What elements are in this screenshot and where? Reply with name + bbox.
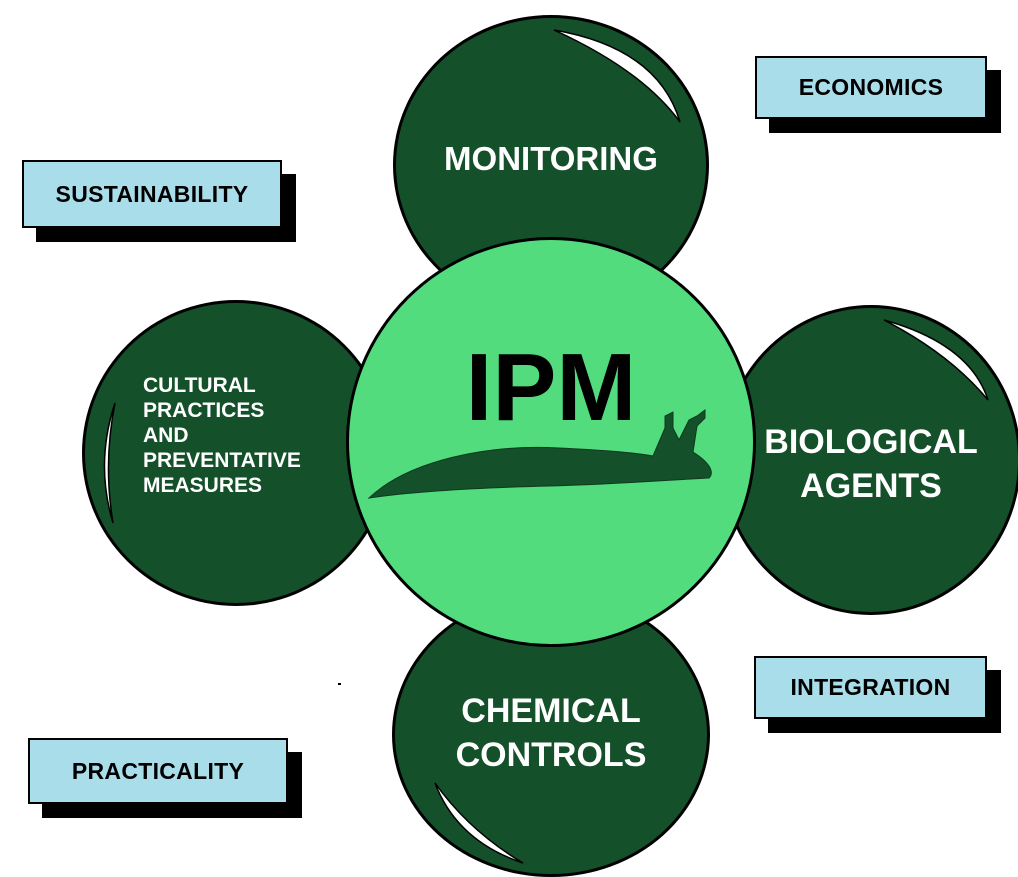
practicality-tag: PRACTICALITY [28, 738, 288, 804]
integration-label: INTEGRATION [790, 674, 951, 700]
stray-mark [338, 683, 341, 685]
monitoring-label: MONITORING [444, 140, 658, 177]
integration-tag: INTEGRATION [754, 656, 987, 719]
chemical-controls-label: CHEMICAL CONTROLS [455, 692, 647, 774]
ipm-center-circle: IPM [346, 237, 756, 647]
cultural-practices-circle: CULTURAL PRACTICES AND PREVENTATIVE MEAS… [82, 300, 390, 606]
biological-agents-label: BIOLOGICAL AGENTS [764, 423, 978, 505]
economics-label: ECONOMICS [798, 74, 944, 100]
ipm-title: IPM [465, 334, 637, 441]
cultural-practices-label: CULTURAL PRACTICES AND PREVENTATIVE MEAS… [143, 374, 301, 497]
sustainability-tag: SUSTAINABILITY [22, 160, 282, 228]
economics-tag: ECONOMICS [755, 56, 987, 119]
practicality-label: PRACTICALITY [71, 757, 245, 784]
sustainability-label: SUSTAINABILITY [55, 180, 249, 207]
slug-icon [367, 409, 712, 499]
biological-agents-circle: BIOLOGICAL AGENTS [721, 305, 1018, 615]
